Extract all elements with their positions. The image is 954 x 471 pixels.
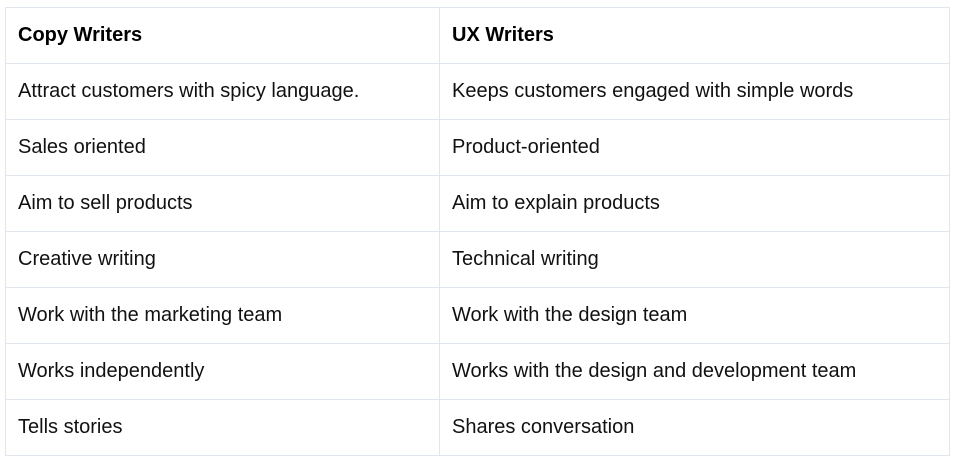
cell-ux-writers: Works with the design and development te… (439, 343, 950, 400)
table-row: Creative writing Technical writing (5, 231, 950, 288)
table-row: Sales oriented Product-oriented (5, 119, 950, 176)
comparison-table: Copy Writers UX Writers Attract customer… (5, 7, 950, 456)
cell-ux-writers: Product-oriented (439, 119, 950, 176)
cell-ux-writers: Keeps customers engaged with simple word… (439, 63, 950, 120)
cell-copy-writers: Tells stories (5, 399, 440, 456)
cell-ux-writers: Technical writing (439, 231, 950, 288)
cell-ux-writers: Aim to explain products (439, 175, 950, 232)
comparison-table-container: Copy Writers UX Writers Attract customer… (5, 7, 950, 456)
cell-copy-writers: Work with the marketing team (5, 287, 440, 344)
table-row: Tells stories Shares conversation (5, 399, 950, 456)
table-header-row: Copy Writers UX Writers (5, 7, 950, 64)
cell-copy-writers: Works independently (5, 343, 440, 400)
cell-ux-writers: Shares conversation (439, 399, 950, 456)
column-header-copy-writers: Copy Writers (5, 7, 440, 64)
column-header-ux-writers: UX Writers (439, 7, 950, 64)
cell-copy-writers: Creative writing (5, 231, 440, 288)
table-row: Attract customers with spicy language. K… (5, 63, 950, 120)
table-row: Works independently Works with the desig… (5, 343, 950, 400)
cell-copy-writers: Aim to sell products (5, 175, 440, 232)
cell-copy-writers: Sales oriented (5, 119, 440, 176)
cell-ux-writers: Work with the design team (439, 287, 950, 344)
cell-copy-writers: Attract customers with spicy language. (5, 63, 440, 120)
table-row: Aim to sell products Aim to explain prod… (5, 175, 950, 232)
table-row: Work with the marketing team Work with t… (5, 287, 950, 344)
